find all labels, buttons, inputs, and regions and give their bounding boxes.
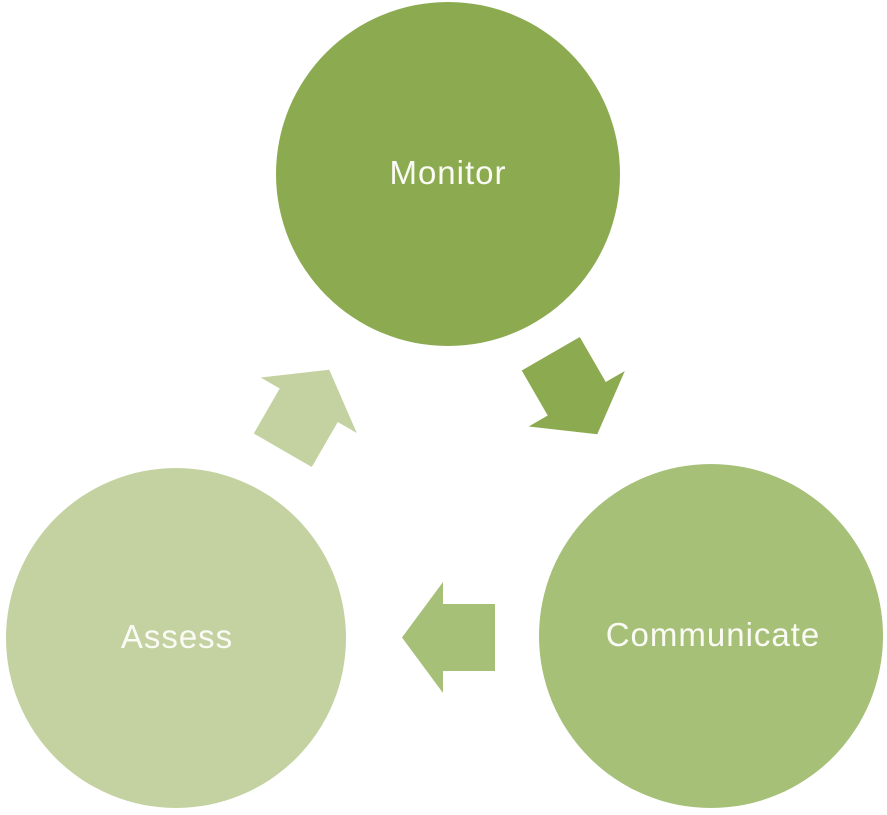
arrow-monitor-to-communicate — [521, 336, 625, 435]
node-communicate-circle — [539, 464, 883, 808]
node-assess-label: Assess — [121, 618, 233, 655]
node-monitor-label: Monitor — [389, 154, 506, 191]
node-communicate-label: Communicate — [606, 616, 821, 653]
arrow-monitor-to-communicate-shape — [521, 336, 625, 435]
node-monitor: Monitor — [276, 2, 620, 346]
arrow-communicate-to-assess — [402, 582, 495, 693]
node-communicate: Communicate — [539, 464, 883, 808]
node-monitor-circle — [276, 2, 620, 346]
node-assess-circle — [6, 468, 346, 808]
arrow-assess-to-monitor — [253, 369, 357, 468]
arrow-assess-to-monitor-shape — [253, 369, 357, 468]
arrow-communicate-to-assess-shape — [402, 582, 495, 693]
node-assess: Assess — [6, 468, 346, 808]
